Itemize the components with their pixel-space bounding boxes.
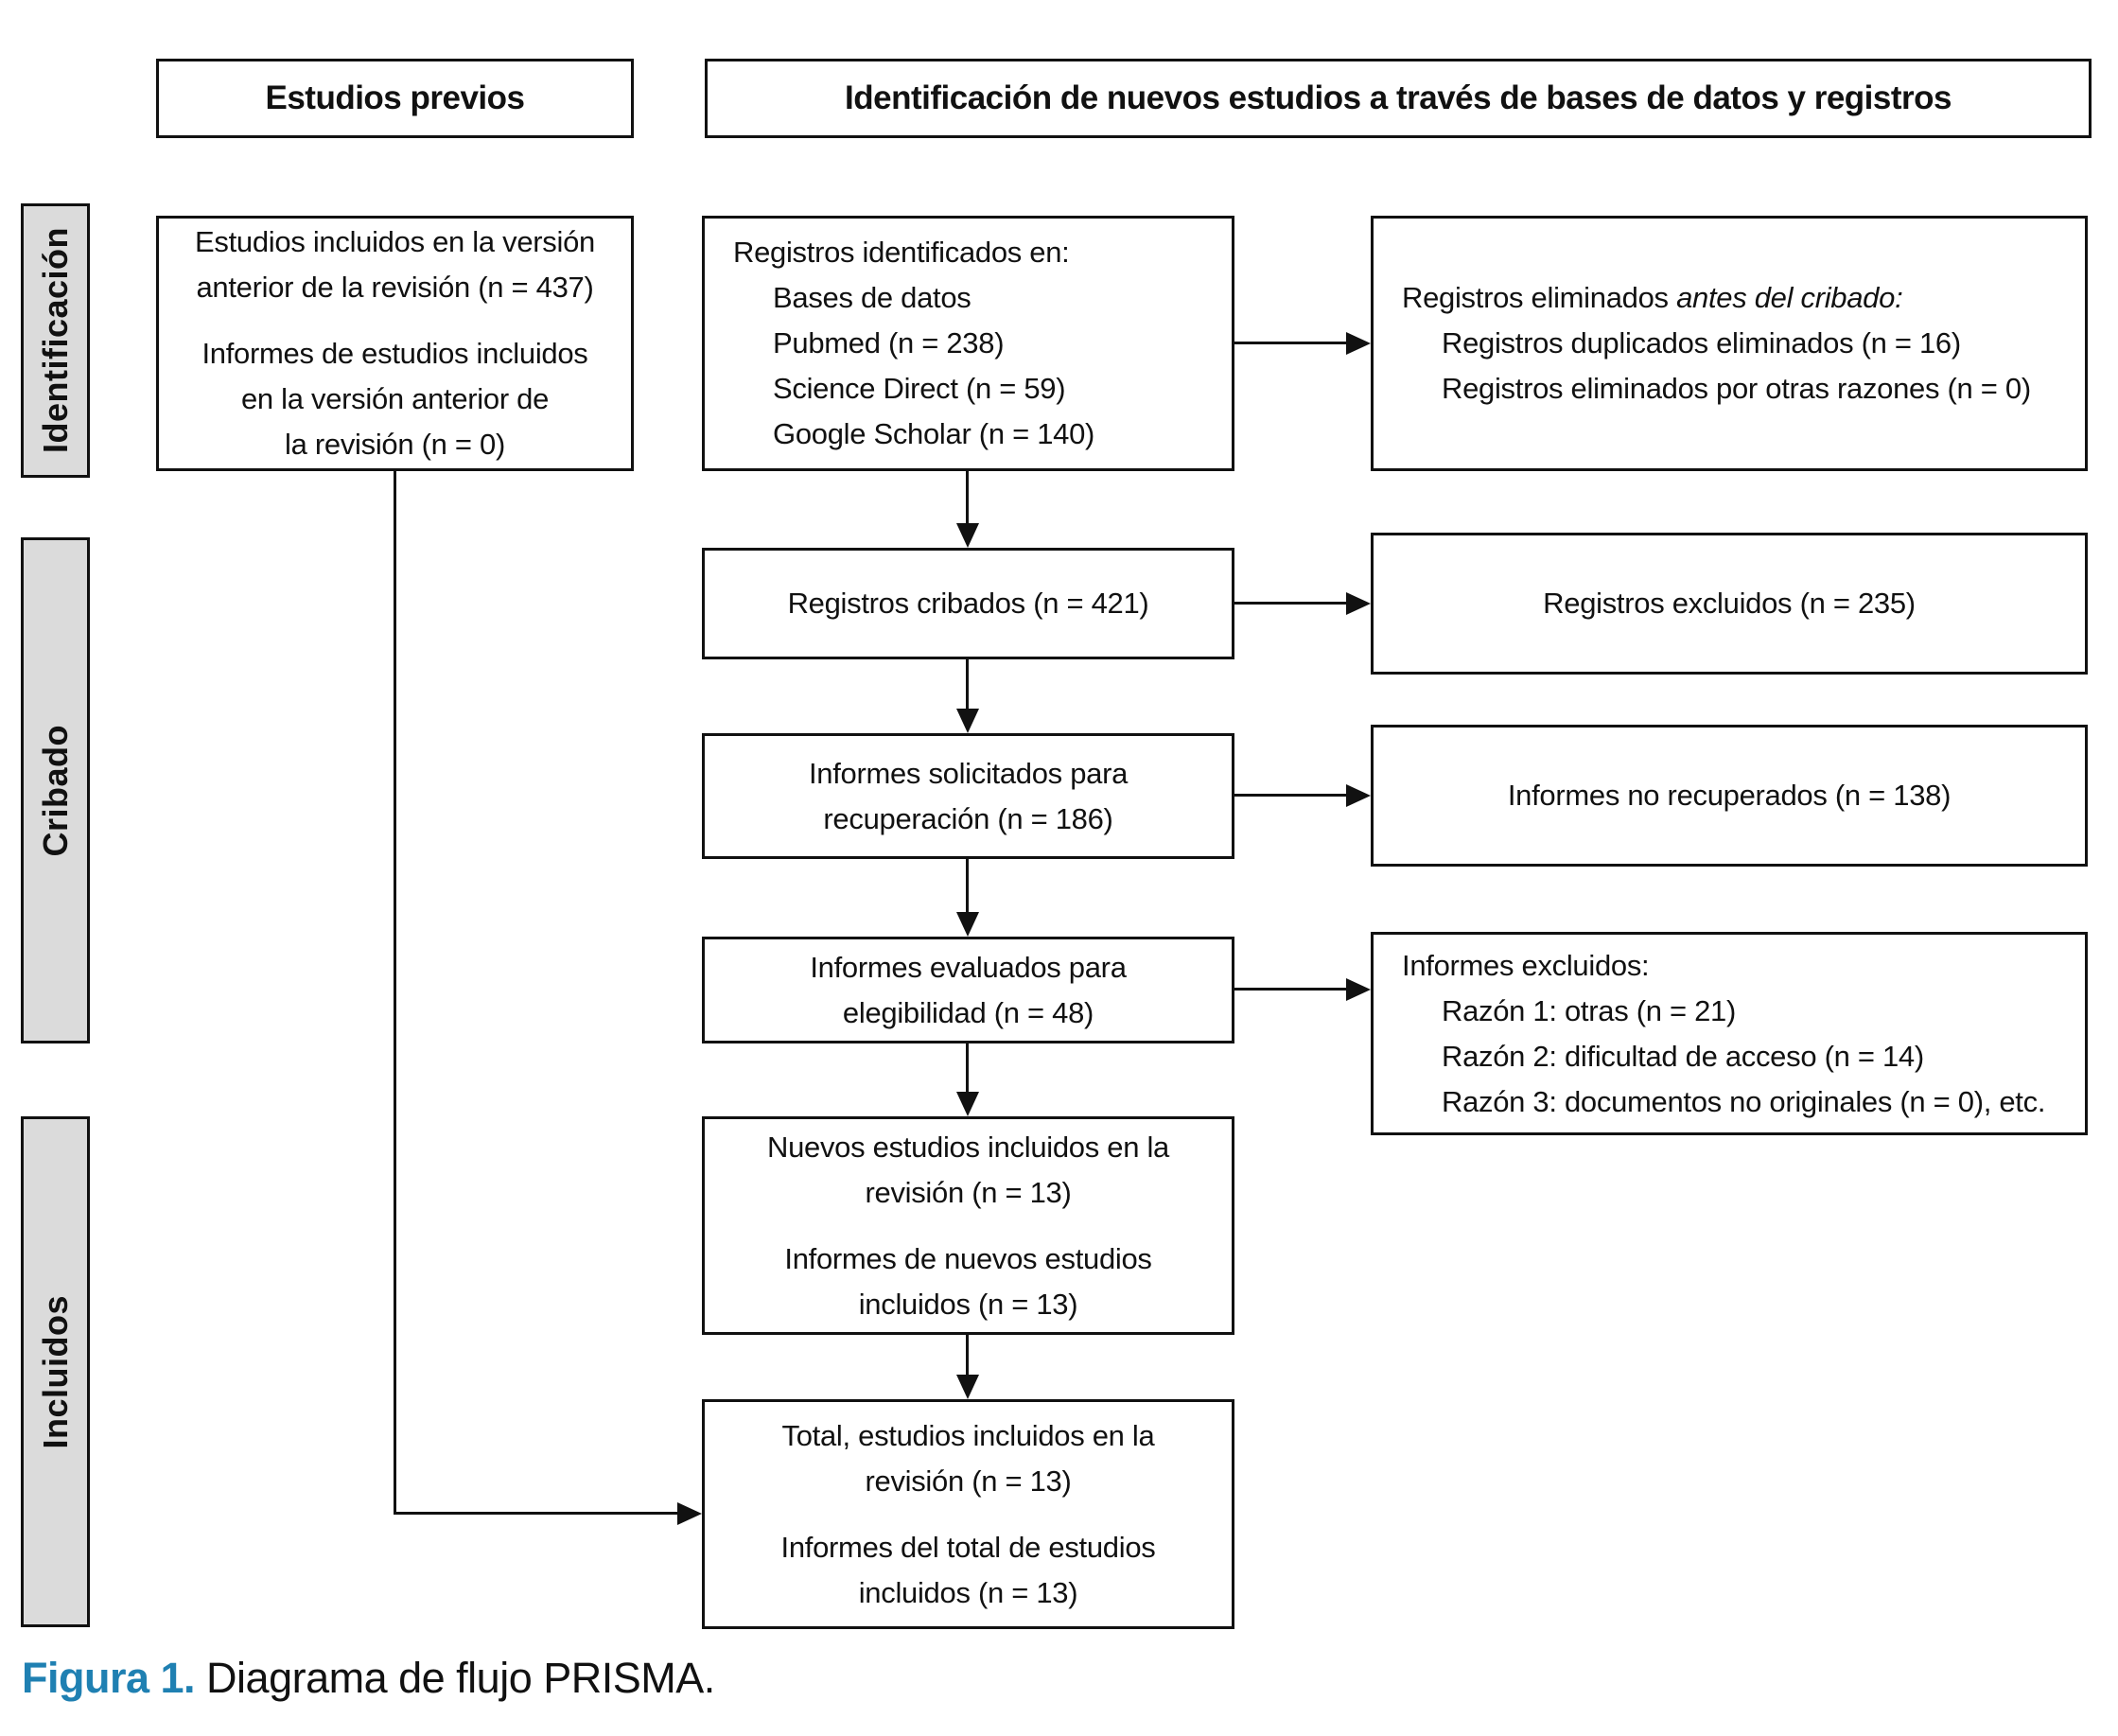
phase-screening-label: Cribado [35, 724, 75, 857]
connector-previous-to-total-head [677, 1502, 702, 1525]
figure-caption-label: Figura 1. [22, 1654, 196, 1702]
arrow-identified-to-screened-line [966, 471, 969, 523]
box-total-studies: Total, estudios incluidos en la revisión… [702, 1399, 1234, 1629]
arrow-identified-to-screened-head [956, 523, 979, 548]
arrow-screened-to-excluded-line [1234, 602, 1346, 605]
arrow-sought-to-assessed-line [966, 859, 969, 912]
total-studies-line: Informes del total de estudios [780, 1530, 1156, 1564]
previous-studies-line: Estudios incluidos en la versión [195, 225, 595, 258]
box-records-excluded: Registros excluidos (n = 235) [1371, 533, 2088, 675]
records-excluded-line: Registros excluidos (n = 235) [1543, 587, 1916, 620]
arrow-new-to-total-head [956, 1375, 979, 1399]
box-records-removed: Registros eliminados antes del cribado: … [1371, 216, 2088, 471]
arrow-assessed-to-new-line [966, 1043, 969, 1092]
phase-identification: Identificación [21, 203, 90, 478]
records-identified-item: Science Direct (n = 59) [773, 372, 1066, 405]
records-removed-title-regular: Registros eliminados [1402, 281, 1677, 314]
arrow-assessed-to-excluded-line [1234, 988, 1346, 991]
new-studies-line: Nuevos estudios incluidos en la [767, 1130, 1169, 1164]
phase-included-label: Incluidos [35, 1294, 75, 1449]
reports-not-retrieved-line: Informes no recuperados (n = 138) [1507, 779, 1952, 812]
reports-excluded-item: Razón 3: documentos no originales (n = 0… [1442, 1084, 2046, 1118]
arrow-new-to-total-line [966, 1335, 969, 1375]
box-records-screened: Registros cribados (n = 421) [702, 548, 1234, 659]
phase-included: Incluidos [21, 1116, 90, 1627]
connector-previous-to-total-horizontal [394, 1512, 677, 1515]
figure-caption: Figura 1. Diagrama de flujo PRISMA. [22, 1654, 715, 1703]
arrow-sought-to-assessed-head [956, 912, 979, 937]
figure-caption-text: Diagrama de flujo PRISMA. [195, 1654, 715, 1702]
previous-studies-line: Informes de estudios incluidos [201, 337, 588, 370]
reports-excluded-item: Razón 1: otras (n = 21) [1442, 993, 1737, 1027]
header-identification-label: Identificación de nuevos estudios a trav… [845, 79, 1952, 116]
records-removed-title: Registros eliminados antes del cribado: [1402, 275, 2077, 321]
new-studies-line: revisión (n = 13) [865, 1175, 1072, 1209]
total-studies-line: Total, estudios incluidos en la [781, 1418, 1155, 1452]
connector-previous-to-total-vertical [394, 471, 396, 1514]
box-reports-excluded: Informes excluidos: Razón 1: otras (n = … [1371, 932, 2088, 1135]
records-identified-item: Google Scholar (n = 140) [773, 417, 1095, 450]
arrow-screened-to-excluded-head [1346, 592, 1371, 615]
box-reports-sought: Informes solicitados para recuperación (… [702, 733, 1234, 859]
total-studies-line: incluidos (n = 13) [858, 1575, 1078, 1609]
total-studies-line: revisión (n = 13) [865, 1464, 1072, 1498]
records-identified-item: Bases de datos [773, 281, 971, 314]
box-previous-studies: Estudios incluidos en la versión anterio… [156, 216, 634, 471]
records-removed-title-italic: antes del cribado: [1676, 281, 1903, 314]
box-new-studies: Nuevos estudios incluidos en la revisión… [702, 1116, 1234, 1335]
box-reports-assessed: Informes evaluados para elegibilidad (n … [702, 937, 1234, 1043]
reports-sought-line: recuperación (n = 186) [823, 801, 1113, 835]
records-removed-item: Registros eliminados por otras razones (… [1442, 372, 2031, 405]
arrow-assessed-to-excluded-head [1346, 978, 1371, 1001]
records-removed-item: Registros duplicados eliminados (n = 16) [1442, 326, 1961, 359]
reports-assessed-line: Informes evaluados para [810, 950, 1127, 984]
arrow-sought-to-notretrieved-head [1346, 784, 1371, 807]
records-identified-item: Pubmed (n = 238) [773, 326, 1005, 359]
box-records-identified: Registros identificados en: Bases de dat… [702, 216, 1234, 471]
records-identified-title: Registros identificados en: [733, 236, 1070, 269]
arrow-sought-to-notretrieved-line [1234, 794, 1346, 797]
arrow-identified-to-removed-line [1234, 342, 1346, 344]
previous-studies-line: en la versión anterior de [240, 382, 550, 415]
reports-sought-line: Informes solicitados para [808, 756, 1129, 790]
reports-excluded-title: Informes excluidos: [1402, 948, 1650, 982]
arrow-screened-to-sought-head [956, 709, 979, 733]
new-studies-line: incluidos (n = 13) [858, 1287, 1078, 1321]
records-screened-line: Registros cribados (n = 421) [787, 587, 1149, 620]
box-reports-not-retrieved: Informes no recuperados (n = 138) [1371, 725, 2088, 867]
phase-screening: Cribado [21, 537, 90, 1043]
arrow-screened-to-sought-line [966, 659, 969, 709]
reports-assessed-line: elegibilidad (n = 48) [842, 995, 1094, 1029]
previous-studies-line: anterior de la revisión (n = 437) [196, 271, 594, 304]
header-previous-studies-label: Estudios previos [265, 79, 525, 116]
arrow-identified-to-removed-head [1346, 332, 1371, 355]
previous-studies-line: la revisión (n = 0) [285, 428, 505, 461]
new-studies-line: Informes de nuevos estudios [784, 1241, 1152, 1275]
phase-identification-label: Identificación [35, 227, 75, 454]
arrow-assessed-to-new-head [956, 1092, 979, 1116]
reports-excluded-item: Razón 2: dificultad de acceso (n = 14) [1442, 1039, 1924, 1073]
header-previous-studies: Estudios previos [156, 59, 634, 138]
header-identification: Identificación de nuevos estudios a trav… [705, 59, 2092, 138]
